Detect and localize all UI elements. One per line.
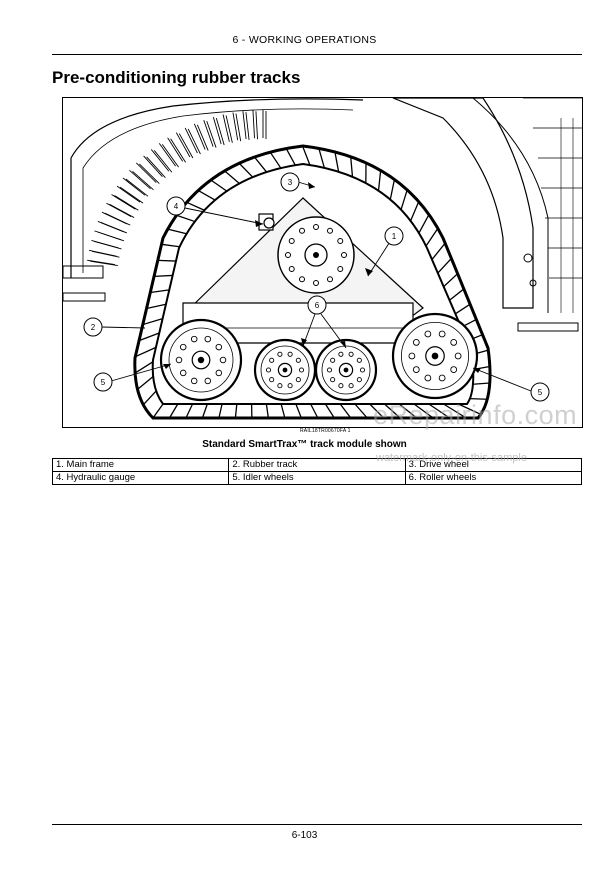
parts-legend-table: 1. Main frame 2. Rubber track 3. Drive w… — [51, 458, 583, 485]
figure-reference-code: RAIL18TR00670FA 1 — [300, 428, 351, 434]
figure-caption: Standard SmartTrax™ track module shown — [202, 439, 407, 450]
callout-4: 4 — [174, 202, 179, 211]
table-row: 4. Hydraulic gauge 5. Idler wheels 6. Ro… — [51, 471, 583, 485]
legend-cell: 4. Hydraulic gauge — [51, 471, 230, 485]
legend-cell: 6. Roller wheels — [404, 471, 583, 485]
section-header: 6 - WORKING OPERATIONS — [232, 34, 377, 46]
roller-wheel-right — [314, 338, 378, 402]
table-row: 1. Main frame 2. Rubber track 3. Drive w… — [51, 458, 583, 472]
watermark-note: watermark-only-on-this-sample — [376, 452, 527, 464]
idler-wheel-right — [391, 312, 479, 400]
roller-wheel-left — [253, 338, 317, 402]
callout-1: 1 — [392, 232, 397, 241]
watermark-brand: eRepairinfo.com — [373, 400, 578, 430]
callout-5-left: 5 — [101, 378, 106, 387]
callout-5-right: 5 — [538, 388, 543, 397]
callout-6: 6 — [315, 301, 320, 310]
page-number: 6-103 — [291, 830, 318, 841]
callout-2: 2 — [91, 323, 96, 332]
callout-3: 3 — [288, 178, 293, 187]
legend-cell: 1. Main frame — [51, 458, 230, 472]
header-rule — [52, 54, 582, 55]
footer-rule — [52, 824, 582, 825]
track-module-illustration: 1 2 3 4 5 5 6 — [62, 97, 583, 428]
idler-wheel-left — [159, 318, 243, 402]
page-title: Pre-conditioning rubber tracks — [52, 68, 301, 87]
legend-cell: 5. Idler wheels — [228, 471, 406, 485]
track-diagram-svg: 1 2 3 4 5 5 6 — [63, 98, 582, 427]
